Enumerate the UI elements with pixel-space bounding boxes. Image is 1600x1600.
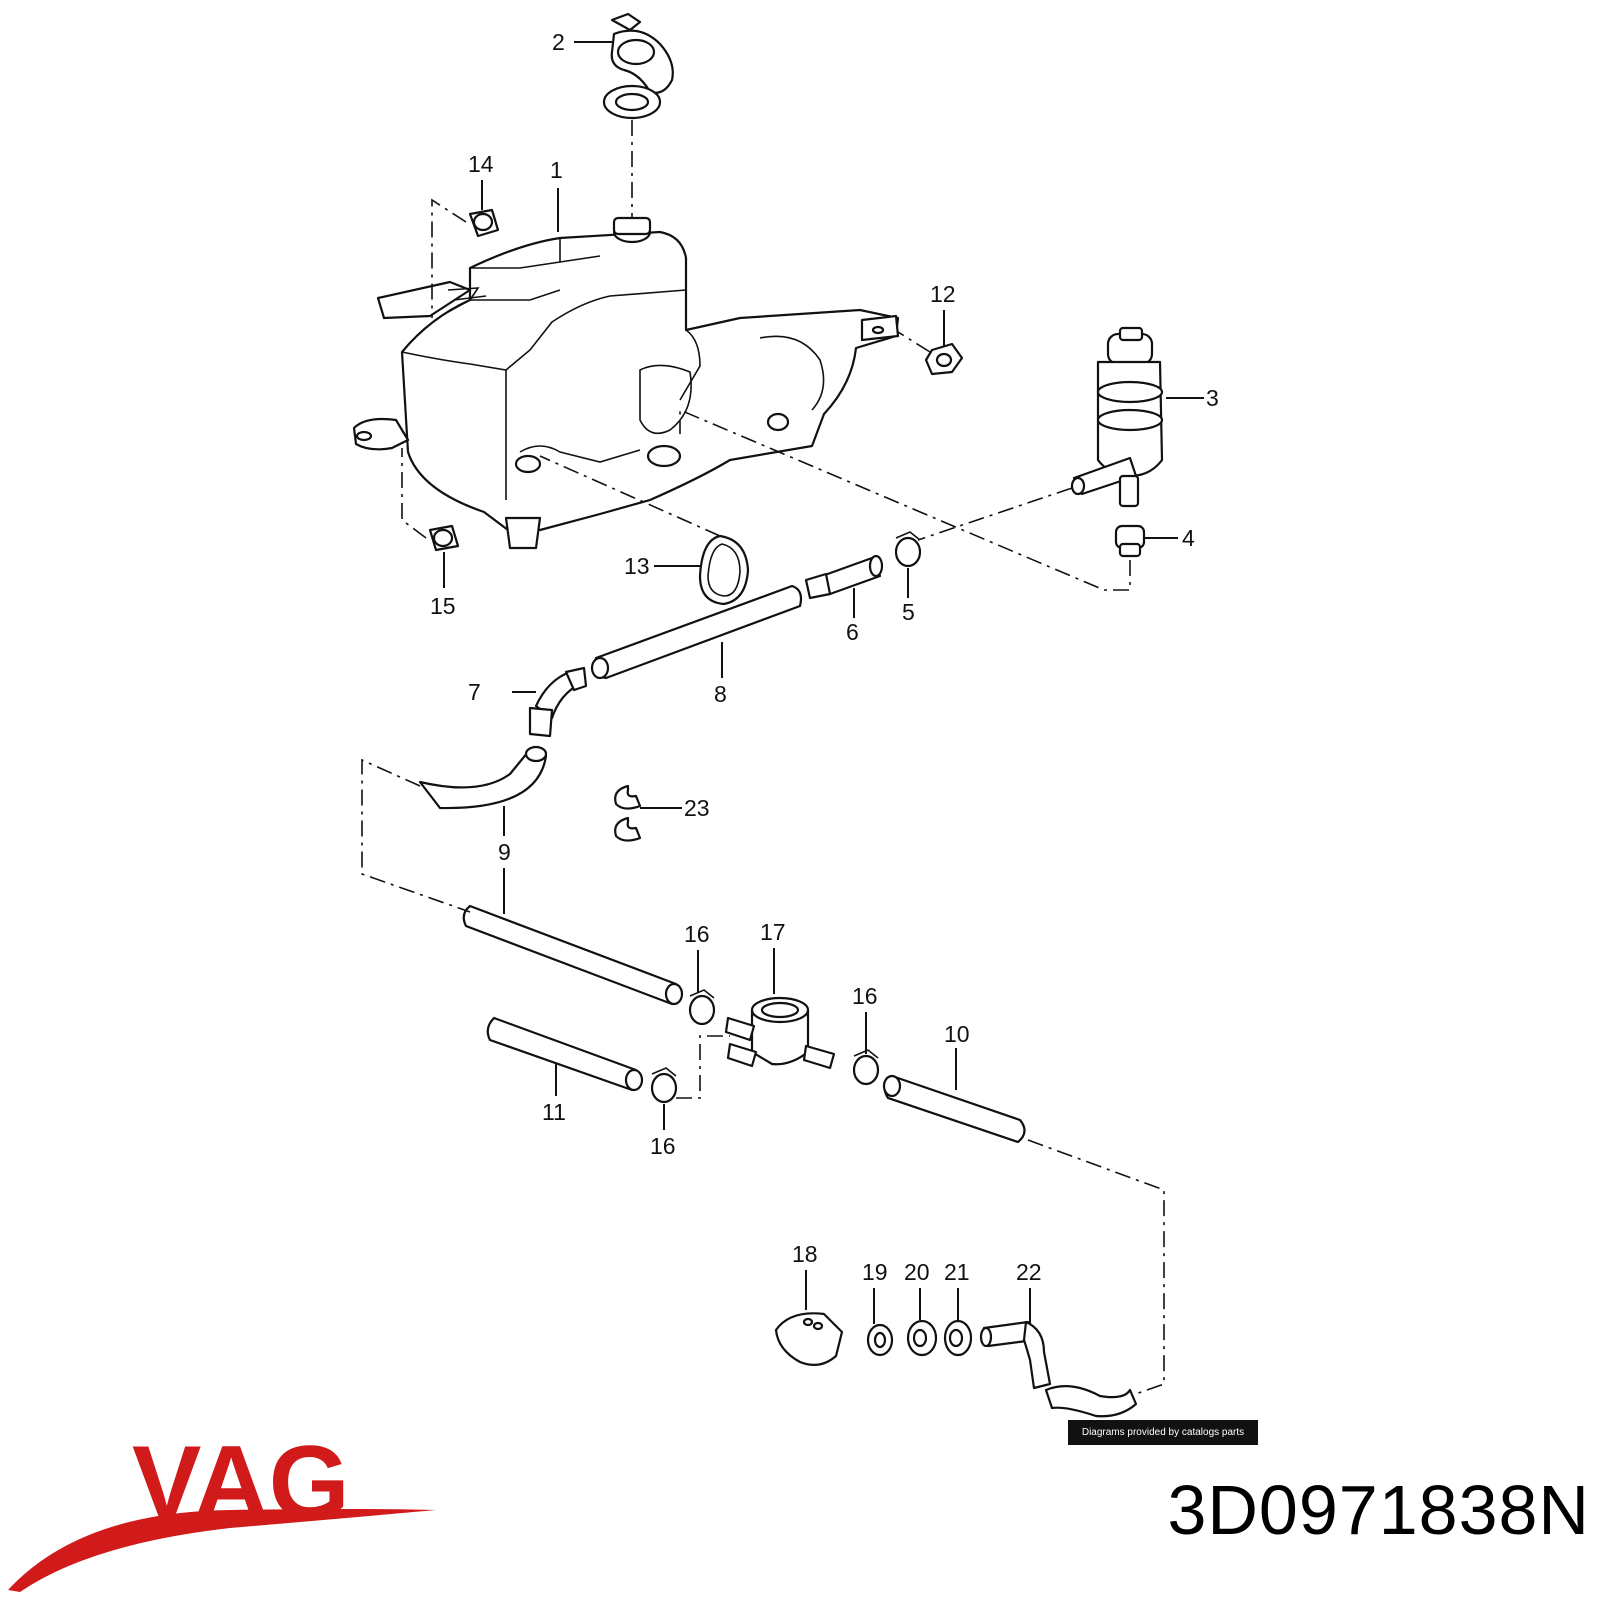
callout-20: 20: [904, 1259, 930, 1285]
callout-15: 15: [430, 593, 456, 619]
callout-16-upper: 16: [684, 921, 710, 947]
callout-6: 6: [846, 619, 859, 645]
callout-18: 18: [792, 1241, 818, 1267]
filler-cap: [602, 12, 674, 120]
leader-dash: [679, 408, 1131, 591]
callout-17: 17: [760, 919, 786, 945]
diagram-watermark: Diagrams provided by catalogs parts: [1068, 1420, 1258, 1445]
clamp-16a: [688, 989, 716, 1026]
clamp-16c: [650, 1067, 678, 1104]
callout-2: 2: [552, 29, 565, 55]
leader-lines: [443, 41, 1204, 1324]
hose-8: [590, 584, 803, 680]
callout-23: 23: [684, 795, 710, 821]
elbow-22: [979, 1320, 1138, 1418]
callout-16-right: 16: [852, 983, 878, 1009]
callout-3: 3: [1206, 385, 1219, 411]
leader-dash: [431, 198, 467, 318]
bolt-15: [428, 524, 460, 552]
clamp-16b: [852, 1049, 880, 1086]
hose-10: [882, 1074, 1026, 1144]
washer-21: [943, 1319, 973, 1357]
vag-swoosh-logo-icon: VAG: [8, 1440, 436, 1592]
washer-20: [906, 1319, 938, 1357]
grommet-4: [1114, 524, 1146, 558]
nut-12: [924, 342, 964, 376]
callout-4: 4: [1182, 525, 1195, 551]
callout-labels: 2 1 3 4 5 6 7 8 9 10 11 12 13 14 15 16 1…: [430, 29, 1219, 1285]
clamp-5: [894, 531, 922, 568]
callout-21: 21: [944, 1259, 970, 1285]
connector-6: [804, 554, 884, 600]
leader-dash: [917, 487, 1073, 541]
callout-16-lower: 16: [650, 1133, 676, 1159]
callout-19: 19: [862, 1259, 888, 1285]
callout-7: 7: [468, 679, 481, 705]
callout-9: 9: [498, 839, 511, 865]
hose-9: [418, 745, 684, 1006]
washer-reservoir: [352, 216, 900, 550]
leader-dash: [897, 331, 931, 353]
callout-12: 12: [930, 281, 956, 307]
callout-5: 5: [902, 599, 915, 625]
bolt-14: [468, 208, 500, 238]
check-valve-17: [724, 996, 836, 1070]
leader-dash: [361, 758, 471, 913]
callout-13: 13: [624, 553, 650, 579]
washer-19: [866, 1323, 894, 1357]
hose-11: [486, 1016, 644, 1092]
elbow-7: [528, 666, 588, 738]
leader-dash: [401, 448, 427, 539]
callout-22: 22: [1016, 1259, 1042, 1285]
seal-ring-13: [698, 534, 750, 606]
leader-dash: [1027, 1139, 1165, 1397]
callout-14: 14: [468, 151, 494, 177]
callout-10: 10: [944, 1021, 970, 1047]
washer-pump-3: [1070, 326, 1164, 508]
clip-23: [614, 784, 642, 842]
part-number: 3D0971838N: [1167, 1471, 1590, 1549]
leader-dash: [539, 455, 721, 537]
callout-11: 11: [542, 1099, 566, 1125]
leader-dash: [676, 1035, 730, 1099]
callout-1: 1: [550, 157, 563, 183]
nozzle-18: [774, 1312, 844, 1367]
callout-8: 8: [714, 681, 727, 707]
brand-name: VAG: [132, 1440, 350, 1541]
